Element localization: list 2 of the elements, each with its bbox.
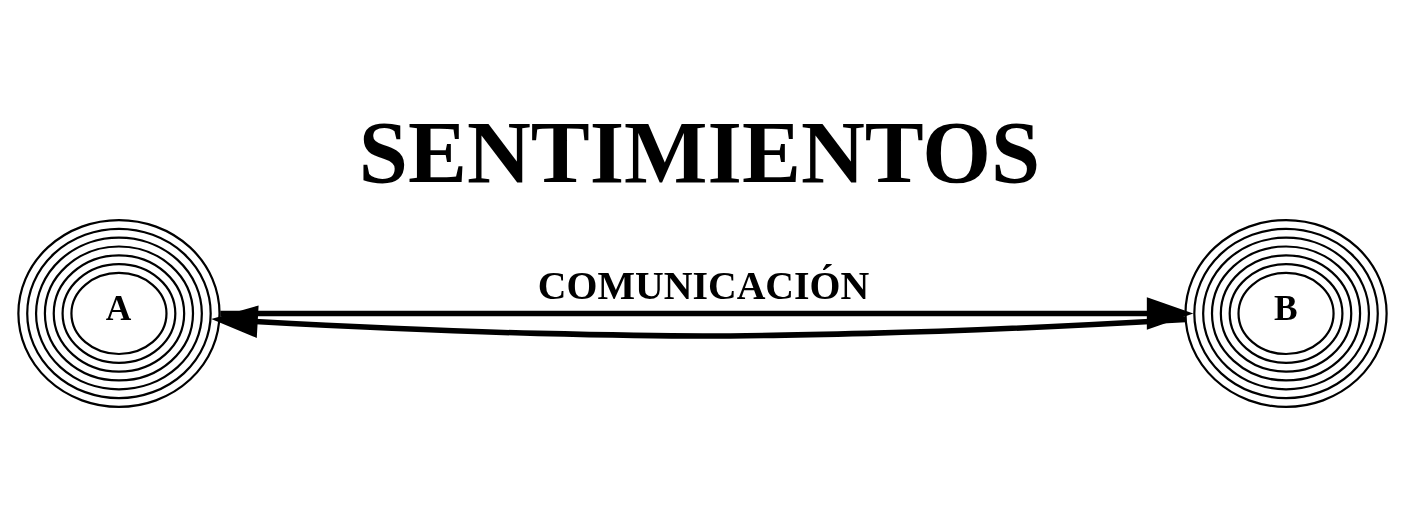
diagram-title: SENTIMIENTOS xyxy=(358,102,1041,201)
edge-label: COMUNICACIÓN xyxy=(537,263,870,308)
